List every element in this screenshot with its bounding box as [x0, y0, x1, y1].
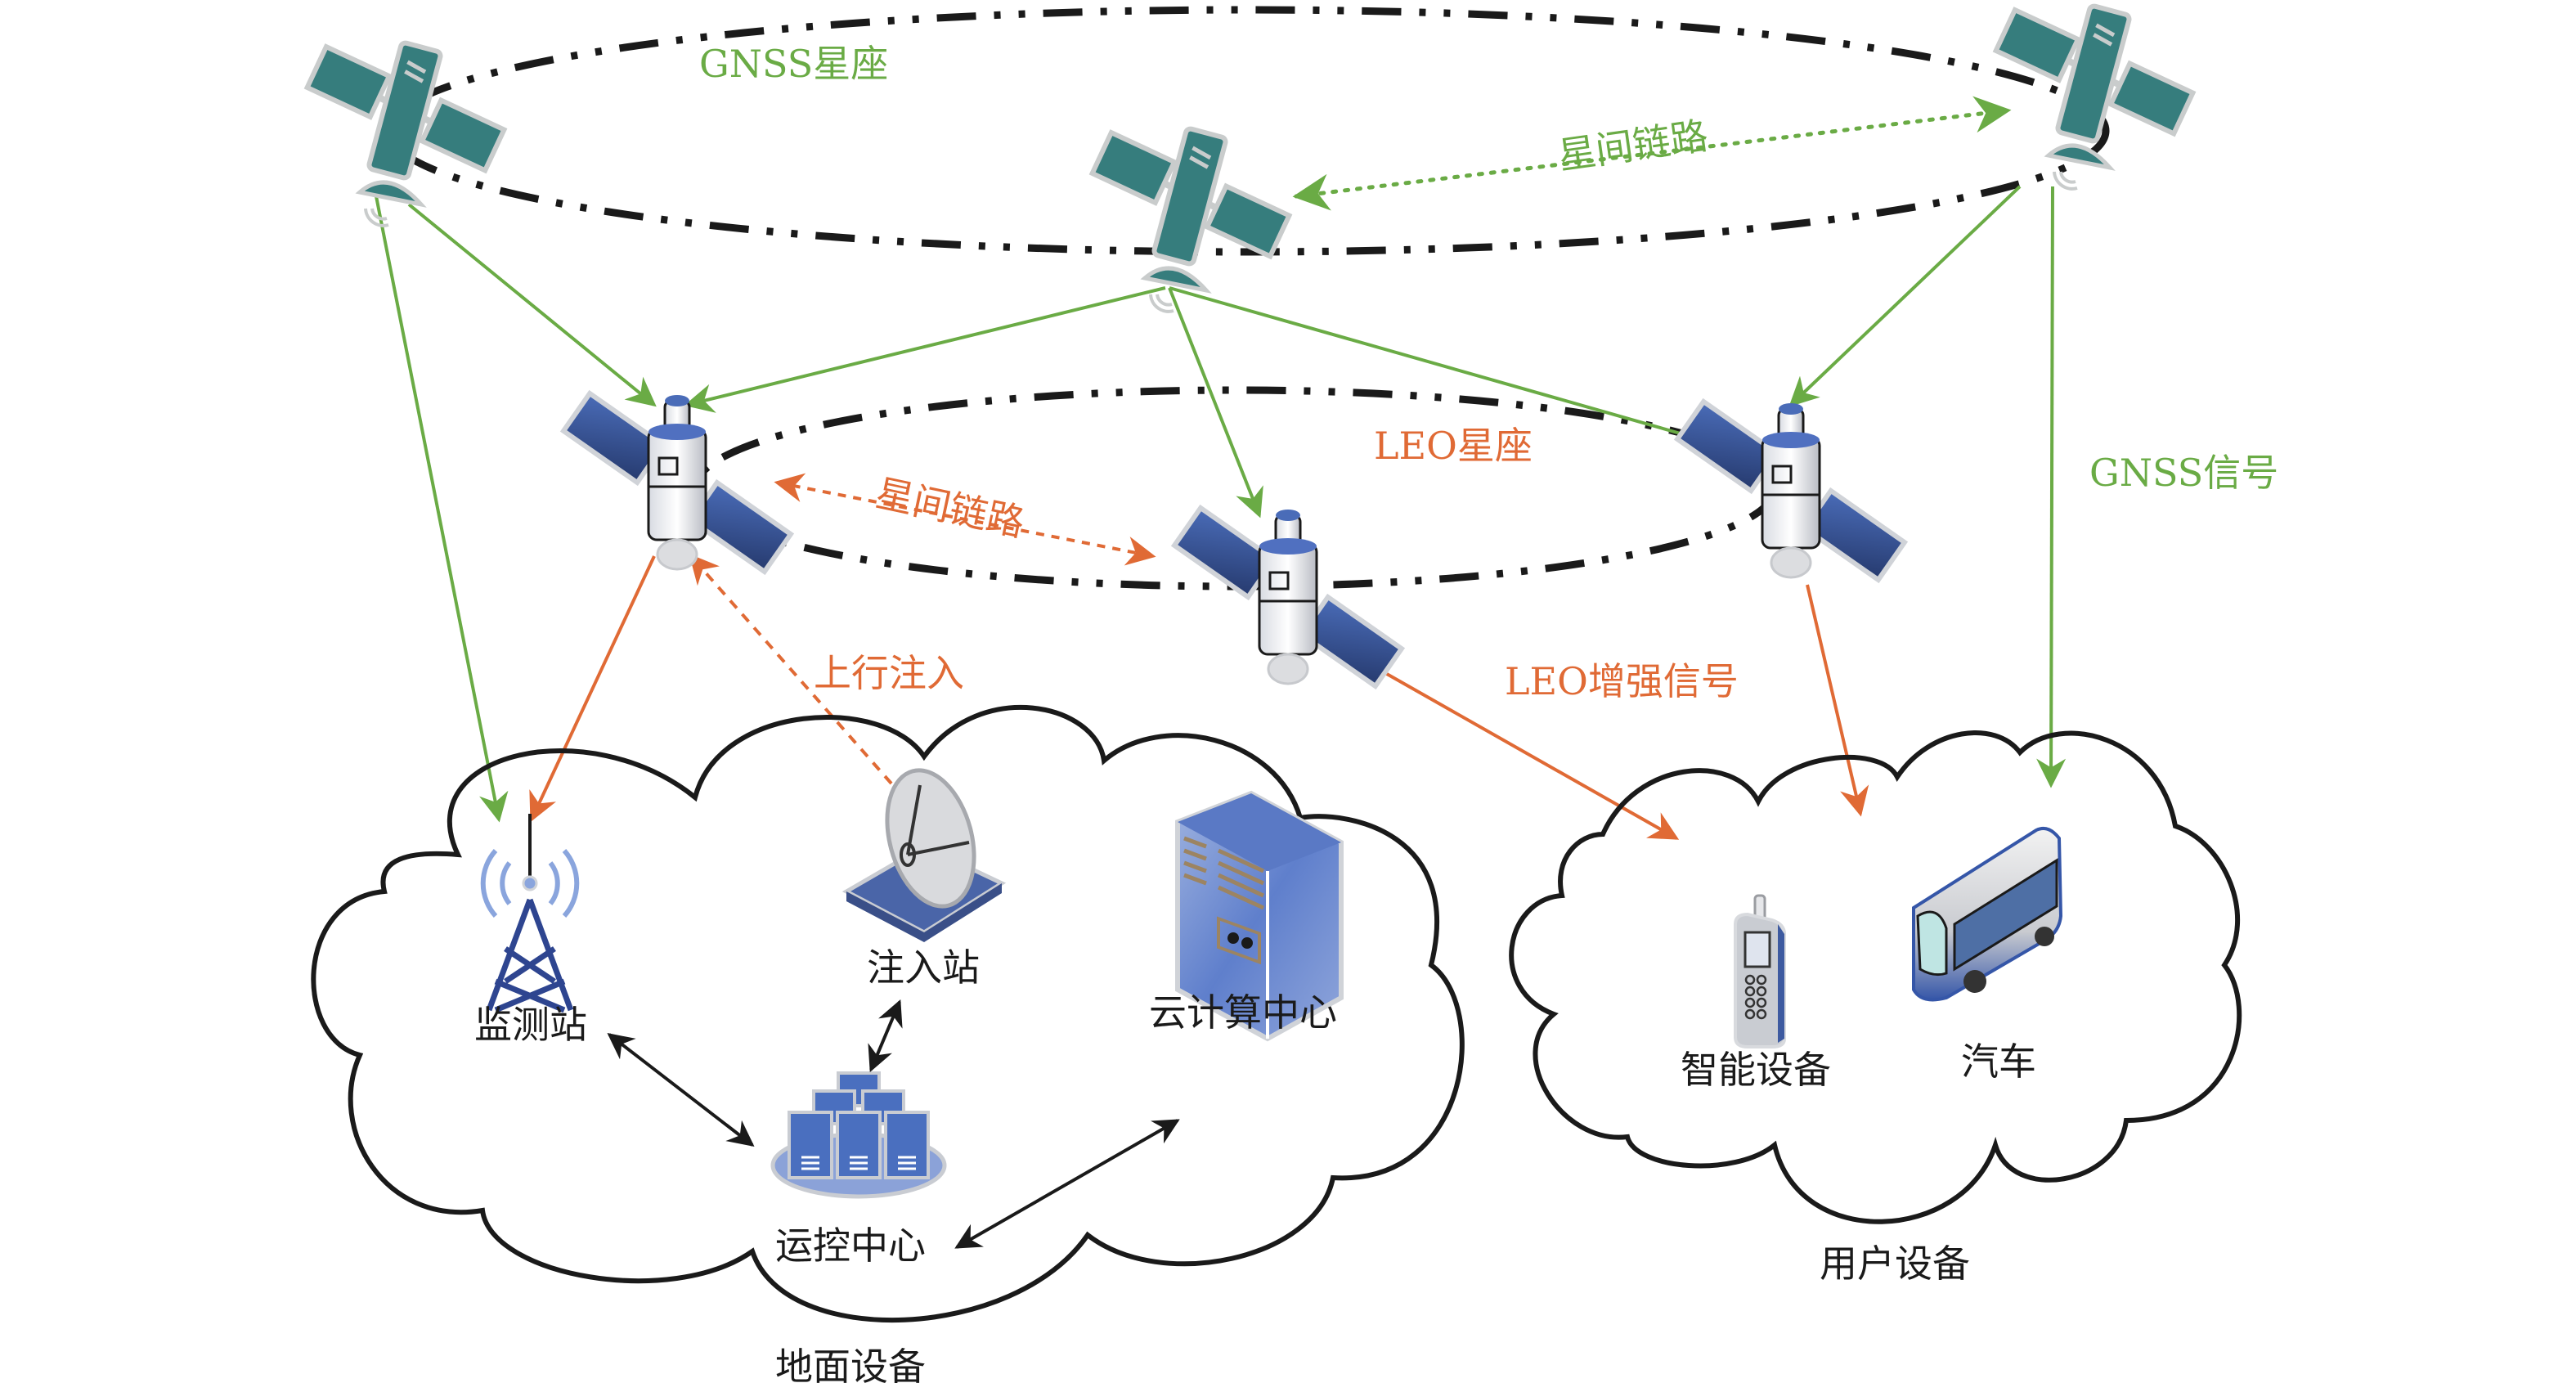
uplink-injection-label: 上行注入: [814, 651, 964, 695]
leo-signal-links: [529, 555, 1869, 840]
gnss-satellite-middle: [1093, 128, 1290, 312]
mobile-phone-icon: [1734, 894, 1786, 1048]
operation-control-center-label: 运控中心: [775, 1224, 926, 1268]
gnss-signal-links: [375, 185, 2067, 823]
user-segment-cloud: [1509, 730, 2242, 1224]
link-injection-control: [868, 999, 903, 1072]
ground-links: [607, 999, 1180, 1249]
link-gnss-mid-leo-left: [684, 286, 1166, 413]
link-leo-middle-smart: [1373, 665, 1680, 840]
car-label: 汽车: [1961, 1040, 2036, 1084]
signal-tower-icon: [480, 814, 580, 1013]
link-gnss-right-leo-right: [1788, 185, 2022, 407]
ground-segment-label: 地面设备: [775, 1345, 926, 1389]
uplink-injection-link: [689, 554, 893, 785]
leo-satellite-right: [1677, 402, 1905, 580]
link-cloud-control: [954, 1119, 1180, 1249]
bus-icon: [1912, 827, 2063, 1002]
cloud-computing-center-label: 云计算中心: [1149, 990, 1337, 1035]
gnss-isl-link: [1292, 96, 2012, 211]
link-gnss-left-leo-left: [407, 203, 657, 407]
smart-device-label: 智能设备: [1681, 1048, 1831, 1092]
leo-constellation-label: LEO星座: [1374, 424, 1533, 468]
server-cluster-icon: [770, 1071, 947, 1199]
server-cabinet-icon: [1175, 790, 1344, 1042]
link-gnss-mid-leo-right: [1169, 286, 1770, 465]
gnss-constellation-label: GNSS星座: [699, 42, 889, 86]
satellite-dish-icon: [841, 768, 1007, 942]
gnss-orbit: [384, 6, 2110, 256]
gnss-satellite-left: [307, 42, 505, 226]
user-segment-label: 用户设备: [1820, 1242, 1970, 1286]
gnss-satellite-right: [1996, 5, 2193, 189]
injection-station-label: 注入站: [867, 945, 980, 990]
link-gnss-mid-leo-middle: [1168, 287, 1263, 519]
leo-satellite-middle: [1174, 508, 1402, 686]
link-monitor-control: [607, 1033, 755, 1147]
link-gnss-left-monitor: [375, 195, 509, 823]
gnss-signal-label: GNSS信号: [2089, 451, 2279, 495]
link-leo-right-car: [1806, 584, 1869, 817]
ground-segment-cloud: [311, 705, 1465, 1323]
link-leo-left-monitor: [529, 555, 656, 823]
leo-isl-link: [774, 473, 1156, 566]
monitor-station-label: 监测站: [474, 1003, 587, 1047]
leo-enhanced-signal-label: LEO增强信号: [1505, 659, 1739, 703]
link-gnss-right-car: [2036, 186, 2067, 788]
leo-satellite-left: [563, 393, 791, 572]
